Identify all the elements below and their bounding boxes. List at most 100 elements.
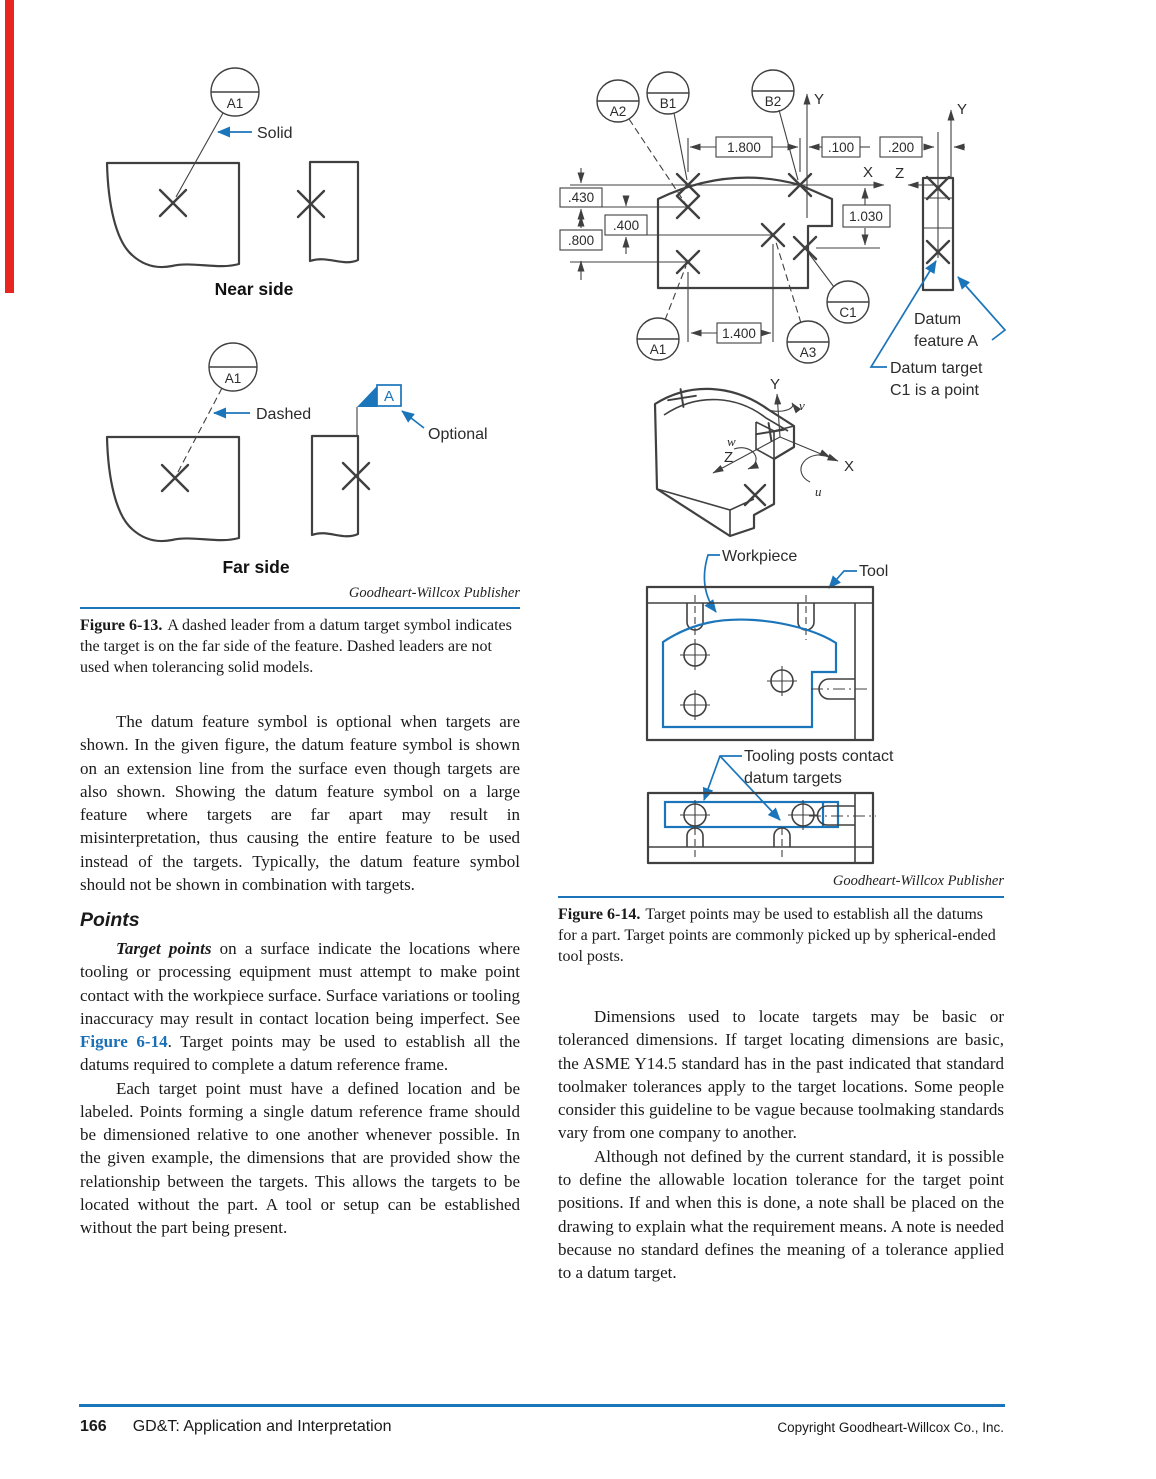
term-target-points: Target points — [116, 938, 212, 958]
dimension-400: .400 — [604, 195, 648, 254]
dimension-100: .100 — [808, 136, 870, 158]
svg-text:1.030: 1.030 — [849, 209, 883, 224]
workpiece-outline — [661, 618, 838, 729]
svg-text:A1: A1 — [225, 371, 242, 386]
datum-target-symbol-a2: A2 — [596, 79, 686, 204]
paragraph: Dimensions used to locate targets may be… — [558, 1007, 1004, 1143]
workpiece-callout-arrow — [703, 554, 720, 613]
svg-text:C1: C1 — [839, 305, 856, 320]
svg-text:.100: .100 — [828, 140, 854, 155]
svg-text:feature A: feature A — [914, 333, 978, 350]
red-edge-mark — [5, 0, 14, 293]
svg-text:Dashed: Dashed — [256, 406, 311, 423]
svg-text:.800: .800 — [568, 233, 594, 248]
target-x-a1 — [675, 249, 701, 275]
paragraph: The datum feature symbol is optional whe… — [80, 712, 520, 894]
svg-text:B2: B2 — [765, 94, 782, 109]
dashed-leader-line — [177, 387, 223, 473]
paragraph: Although not defined by the current stan… — [558, 1146, 1004, 1283]
figure-6-14-drawing: A2 B1 B2 A1 A3 C1 — [559, 69, 1007, 865]
target-post-end — [680, 800, 710, 830]
target-x-far-face — [160, 463, 190, 493]
paragraph: Target points on a surface indicate the … — [80, 937, 520, 1077]
svg-text:Y: Y — [957, 101, 967, 118]
tool-callout-arrow — [828, 570, 857, 589]
target-x-side-c1 — [925, 239, 951, 265]
target-x-far-edge — [341, 461, 371, 491]
target-post-end — [767, 666, 797, 696]
figure-6-13-credit: Goodheart-Willcox Publisher — [348, 585, 520, 601]
side-view: .200 Y Z — [879, 101, 967, 292]
footer-copyright: Copyright Goodheart-Willcox Co., Inc. — [777, 1420, 1004, 1435]
target-x-b1 — [675, 172, 701, 198]
far-side-view: A1 Dashed A Optional Far side — [105, 342, 488, 577]
svg-text:Far side: Far side — [222, 557, 289, 577]
figure-6-14-caption: Figure 6-14.Target points may be used to… — [558, 896, 1004, 967]
svg-text:u: u — [815, 484, 822, 499]
figure-6-13-caption-label: Figure 6-13. — [80, 617, 163, 634]
svg-text:.200: .200 — [888, 140, 914, 155]
svg-text:Y: Y — [770, 376, 780, 393]
svg-text:A1: A1 — [650, 342, 667, 357]
svg-text:1.400: 1.400 — [722, 326, 756, 341]
datum-target-symbol-c1: C1 — [806, 250, 870, 324]
target-x-side-top — [925, 175, 951, 201]
solid-leader-line — [175, 112, 224, 198]
svg-text:.400: .400 — [613, 218, 639, 233]
far-edge-view-outline — [310, 434, 360, 538]
svg-text:Datum target: Datum target — [890, 360, 983, 377]
svg-text:A1: A1 — [227, 96, 244, 111]
figure-6-13-drawing: A1 Solid Near side A1 Dashed A O — [105, 67, 488, 577]
tool-side-view — [646, 791, 876, 865]
target-post-end — [788, 800, 818, 830]
datum-target-symbol-a3: A3 — [774, 238, 830, 364]
svg-text:B1: B1 — [660, 96, 677, 111]
footer-rule — [79, 1404, 1005, 1407]
figure-6-14-reference-link[interactable]: Figure 6-14 — [80, 1032, 168, 1052]
datum-target-symbol-a1: A1 — [636, 265, 687, 361]
dimension-430: .430 — [559, 168, 603, 226]
isometric-view: Y v X u Z w — [653, 376, 854, 538]
svg-text:1.800: 1.800 — [727, 140, 761, 155]
target-post-end — [680, 690, 710, 720]
axis-y-side: Y — [947, 101, 967, 178]
dimension-1030: 1.030 — [816, 187, 891, 249]
svg-text:v: v — [799, 398, 805, 413]
svg-text:Tooling posts contact: Tooling posts contact — [744, 748, 894, 765]
target-x-near-edge — [296, 189, 326, 219]
iso-axis-y: Y v — [763, 376, 805, 438]
page-number: 166 — [80, 1418, 107, 1435]
near-edge-view-outline — [308, 160, 360, 264]
target-x-a3 — [760, 222, 786, 248]
datum-target-symbol-a1-near: A1 — [210, 67, 260, 117]
datum-feature-symbol: A — [356, 384, 402, 436]
svg-text:X: X — [844, 458, 854, 475]
left-column-text: The datum feature symbol is optional whe… — [80, 710, 520, 1240]
paragraph-text: . Target points may be used to establish… — [80, 1032, 520, 1075]
near-side-view: A1 Solid Near side — [105, 67, 360, 299]
dimension-1400: 1.400 — [687, 244, 774, 344]
datum-target-symbol-b2: B2 — [751, 69, 799, 181]
svg-text:A3: A3 — [800, 345, 817, 360]
paragraph-text: on a surface indicate the locations wher… — [80, 938, 520, 1028]
near-part-outline — [105, 161, 241, 269]
paragraph: Each target point must have a defined lo… — [80, 1078, 520, 1238]
target-x-iso — [743, 483, 767, 507]
figure-6-13-caption-text: A dashed leader from a datum target symb… — [80, 617, 512, 676]
svg-text:X: X — [863, 164, 873, 181]
datum-target-symbol-b1: B1 — [646, 71, 690, 181]
axis-y-main: Y — [803, 91, 824, 218]
svg-text:Z: Z — [895, 165, 904, 182]
svg-text:w: w — [727, 434, 736, 449]
datum-target-symbol-a1-far: A1 — [208, 342, 258, 392]
svg-text:Workpiece: Workpiece — [722, 548, 797, 565]
figure-6-14-caption-text: Target points may be used to establish a… — [558, 906, 996, 965]
part-outline — [656, 176, 834, 290]
dimension-1800: 1.800 — [687, 136, 801, 172]
target-x-a2 — [675, 194, 701, 220]
target-x-c1 — [792, 235, 818, 261]
far-part-outline — [105, 435, 241, 543]
datum-feature-a-note: Datum feature A — [914, 276, 1007, 350]
target-plus-iso-1 — [667, 388, 697, 408]
